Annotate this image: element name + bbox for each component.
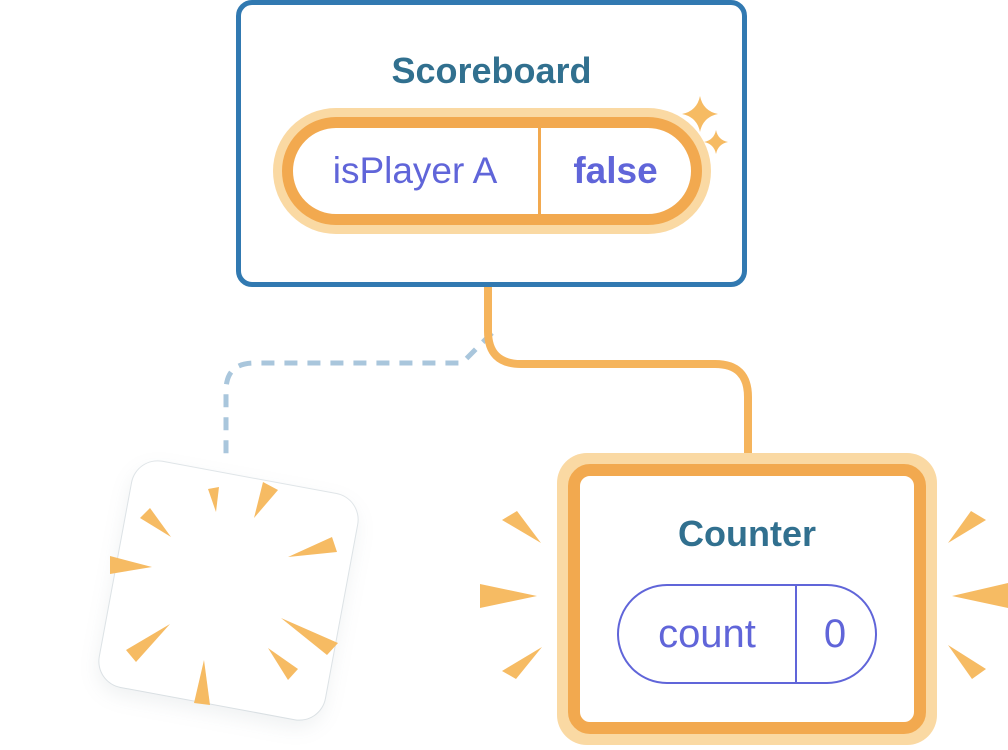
state-value-label: false: [573, 150, 658, 191]
emphasis-rays-left-icon: [480, 511, 542, 679]
dashed-connector-line: [223, 331, 494, 458]
counter-node-inner: Counter count 0: [568, 464, 926, 734]
count-value-label: 0: [823, 611, 847, 656]
counter-node: Counter count 0: [557, 453, 937, 745]
state-key-label: isPlayer A: [332, 150, 498, 191]
scoreboard-title: Scoreboard: [391, 50, 592, 91]
scoreboard-state-pill: isPlayer A false: [281, 117, 702, 225]
pill-divider: [537, 128, 541, 214]
removed-component-node: [95, 457, 362, 724]
count-key-label: count: [658, 611, 756, 656]
counter-title: Counter: [678, 513, 816, 554]
emphasis-rays-right-icon: [948, 511, 1008, 679]
solid-connector-line: [484, 284, 752, 457]
scoreboard-node: Scoreboard isPlayer A false: [236, 0, 747, 287]
counter-state-pill: count 0: [617, 584, 877, 684]
pill-divider: [795, 586, 797, 682]
